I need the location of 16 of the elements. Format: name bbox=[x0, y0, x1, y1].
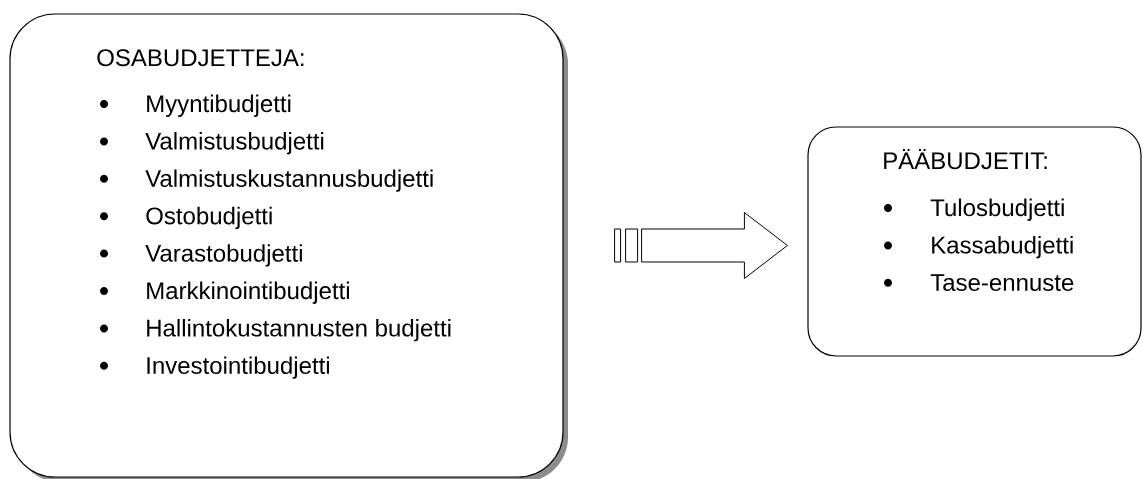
list-item: Kassabudjetti bbox=[932, 236, 1073, 259]
list-item: Varastobudjetti bbox=[145, 244, 302, 267]
list-item: Ostobudjetti bbox=[146, 206, 272, 230]
heading: OSABUDJETTEJA: bbox=[97, 49, 304, 67]
list-item: Tulosbudjetti bbox=[930, 198, 1064, 221]
list-item: Tase-ennuste bbox=[930, 274, 1074, 291]
heading: PÄÄBUDJETIT: bbox=[884, 148, 1047, 170]
list-item: Valmistusbudjetti bbox=[145, 132, 324, 155]
list-item: Hallintokustannusten budjetti bbox=[147, 319, 451, 342]
rounded-box bbox=[9, 13, 568, 479]
list-item: Valmistuskustannusbudjetti bbox=[145, 169, 433, 192]
block-arrow bbox=[614, 212, 788, 279]
rounded-box bbox=[807, 126, 1142, 357]
list-item: Myyntibudjetti bbox=[147, 94, 291, 117]
list-item: Markkinointibudjetti bbox=[147, 281, 349, 304]
list-item: Investointibudjetti bbox=[147, 356, 329, 379]
